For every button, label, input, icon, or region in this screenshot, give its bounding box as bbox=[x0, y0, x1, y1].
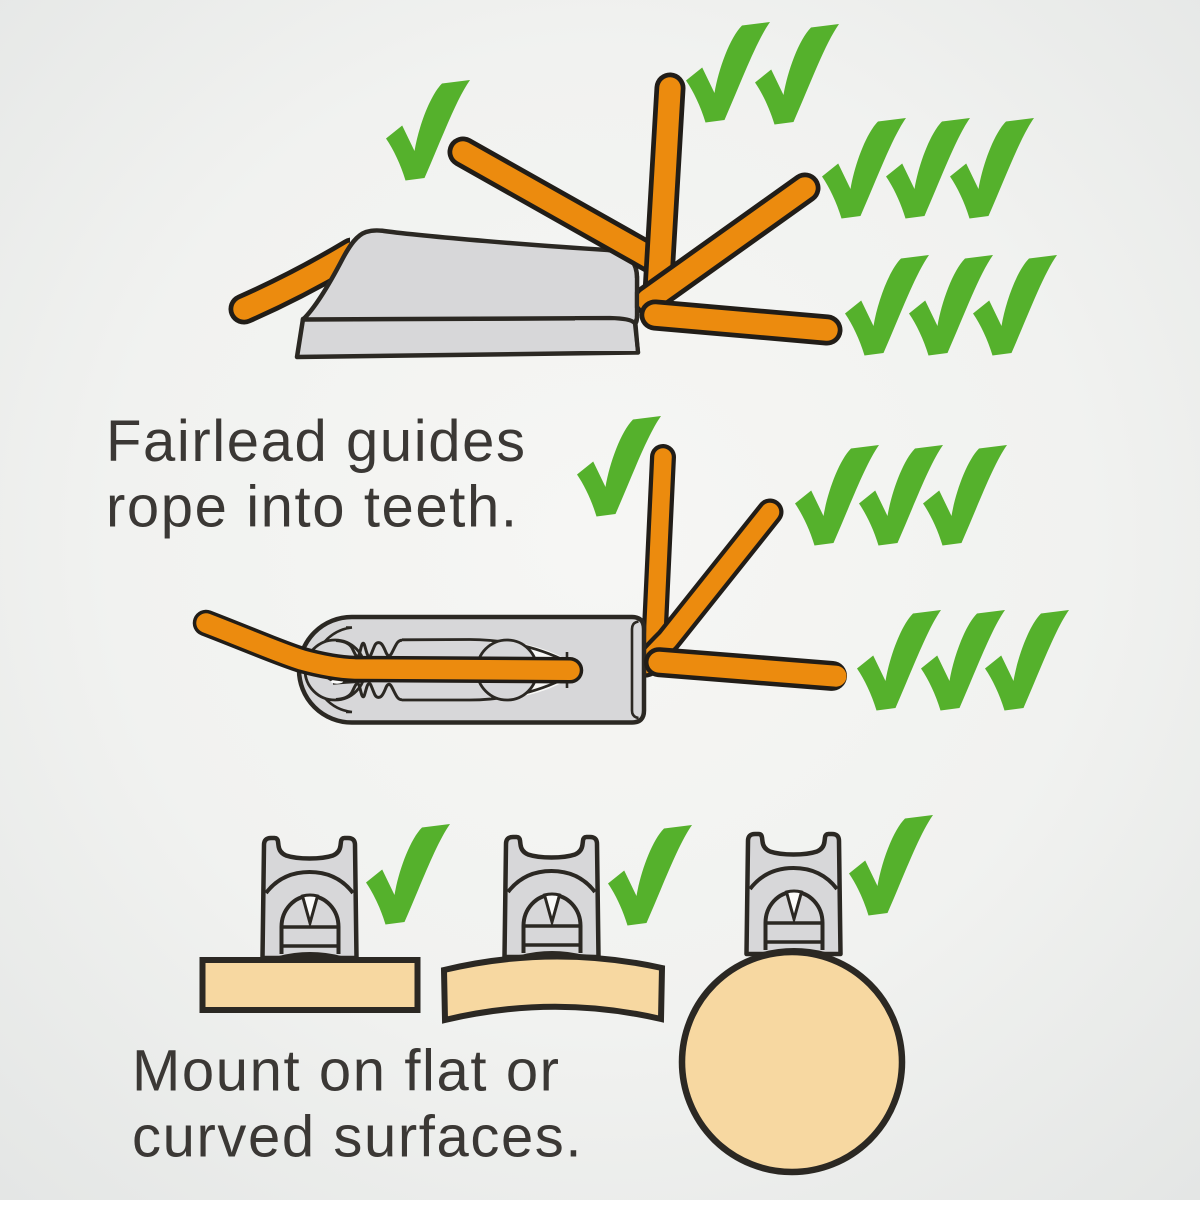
svg-text:curved surfaces.: curved surfaces. bbox=[132, 1105, 583, 1170]
svg-text:Mount on flat or: Mount on flat or bbox=[132, 1039, 561, 1104]
svg-text:rope into teeth.: rope into teeth. bbox=[106, 475, 519, 540]
svg-text:Fairlead guides: Fairlead guides bbox=[106, 409, 527, 474]
